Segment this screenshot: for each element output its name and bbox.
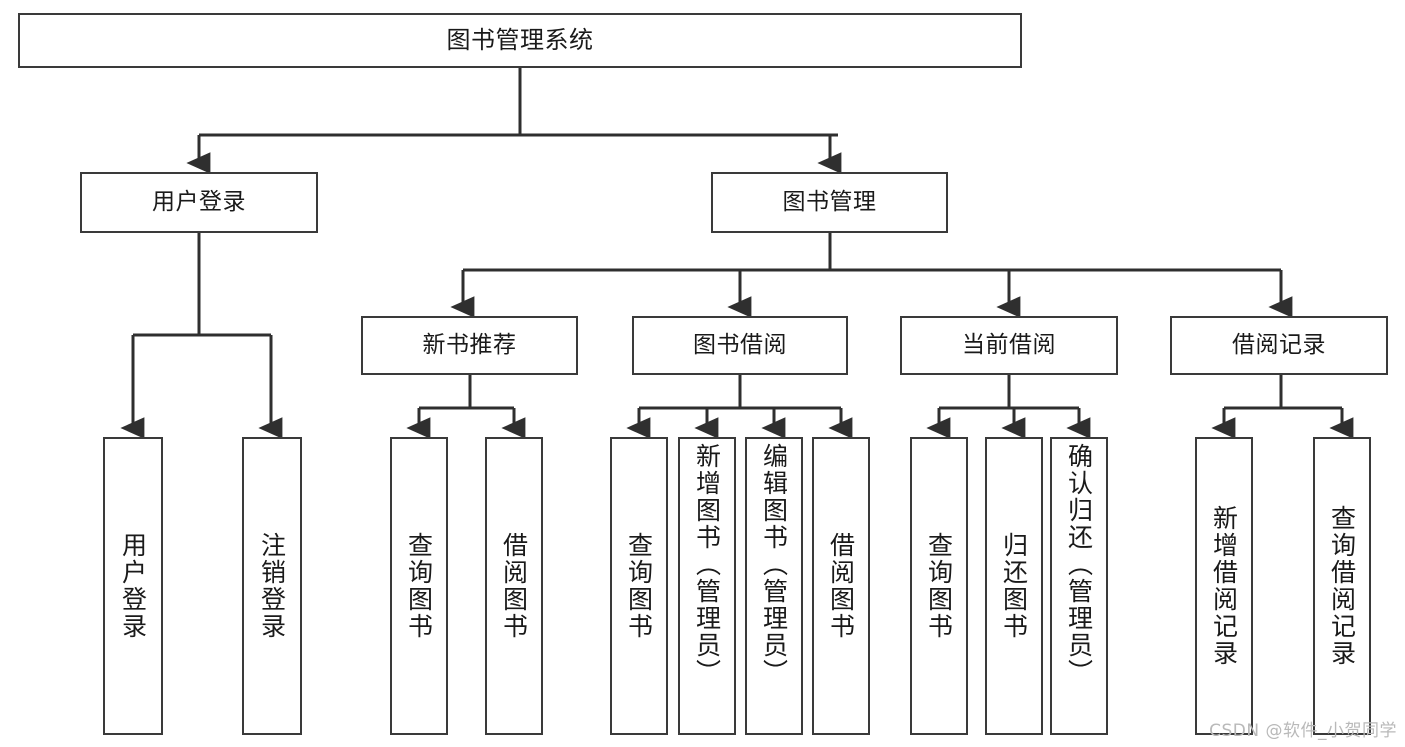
- leaf-book-borrow-edit[interactable]: 编辑图书（管理员）: [745, 437, 803, 735]
- node-borrow-record[interactable]: 借阅记录: [1170, 316, 1388, 375]
- leaf-book-borrow-add-label: 新增图书（管理员）: [692, 443, 722, 686]
- leaf-borrow-record-add[interactable]: 新增借阅记录: [1195, 437, 1253, 735]
- leaf-current-borrow-confirm-label: 确认归还（管理员）: [1064, 443, 1094, 686]
- leaf-new-book-borrow-label: 借阅图书: [499, 532, 529, 640]
- leaf-book-borrow-add[interactable]: 新增图书（管理员）: [678, 437, 736, 735]
- leaf-current-borrow-confirm[interactable]: 确认归还（管理员）: [1050, 437, 1108, 735]
- node-book-borrow-label: 图书借阅: [693, 332, 787, 359]
- node-new-book-recommend[interactable]: 新书推荐: [361, 316, 578, 375]
- node-new-book-recommend-label: 新书推荐: [422, 332, 517, 359]
- node-root[interactable]: 图书管理系统: [18, 13, 1022, 68]
- node-book-management-label: 图书管理: [782, 189, 877, 216]
- leaf-user-login-logout[interactable]: 注销登录: [242, 437, 302, 735]
- leaf-user-login-login[interactable]: 用户登录: [103, 437, 163, 735]
- leaf-book-borrow-edit-label: 编辑图书（管理员）: [759, 443, 789, 686]
- node-user-login[interactable]: 用户登录: [80, 172, 318, 233]
- leaf-current-borrow-return-label: 归还图书: [999, 532, 1029, 640]
- leaf-new-book-query-label: 查询图书: [404, 532, 434, 640]
- node-current-borrow-label: 当前借阅: [962, 332, 1056, 359]
- node-borrow-record-label: 借阅记录: [1232, 332, 1326, 359]
- leaf-book-borrow-query-label: 查询图书: [624, 532, 654, 640]
- leaf-book-borrow-borrow-label: 借阅图书: [826, 532, 856, 640]
- leaf-new-book-borrow[interactable]: 借阅图书: [485, 437, 543, 735]
- node-root-label: 图书管理系统: [446, 25, 594, 54]
- leaf-new-book-query[interactable]: 查询图书: [390, 437, 448, 735]
- node-book-borrow[interactable]: 图书借阅: [632, 316, 848, 375]
- leaf-current-borrow-query-label: 查询图书: [924, 532, 954, 640]
- leaf-current-borrow-query[interactable]: 查询图书: [910, 437, 968, 735]
- leaf-borrow-record-add-label: 新增借阅记录: [1209, 505, 1239, 667]
- leaf-borrow-record-query-label: 查询借阅记录: [1327, 505, 1357, 667]
- node-user-login-label: 用户登录: [152, 189, 246, 216]
- leaf-book-borrow-borrow[interactable]: 借阅图书: [812, 437, 870, 735]
- node-current-borrow[interactable]: 当前借阅: [900, 316, 1118, 375]
- node-book-management[interactable]: 图书管理: [711, 172, 948, 233]
- leaf-user-login-login-label: 用户登录: [118, 532, 148, 640]
- leaf-book-borrow-query[interactable]: 查询图书: [610, 437, 668, 735]
- leaf-user-login-logout-label: 注销登录: [257, 532, 287, 640]
- leaf-borrow-record-query[interactable]: 查询借阅记录: [1313, 437, 1371, 735]
- leaf-current-borrow-return[interactable]: 归还图书: [985, 437, 1043, 735]
